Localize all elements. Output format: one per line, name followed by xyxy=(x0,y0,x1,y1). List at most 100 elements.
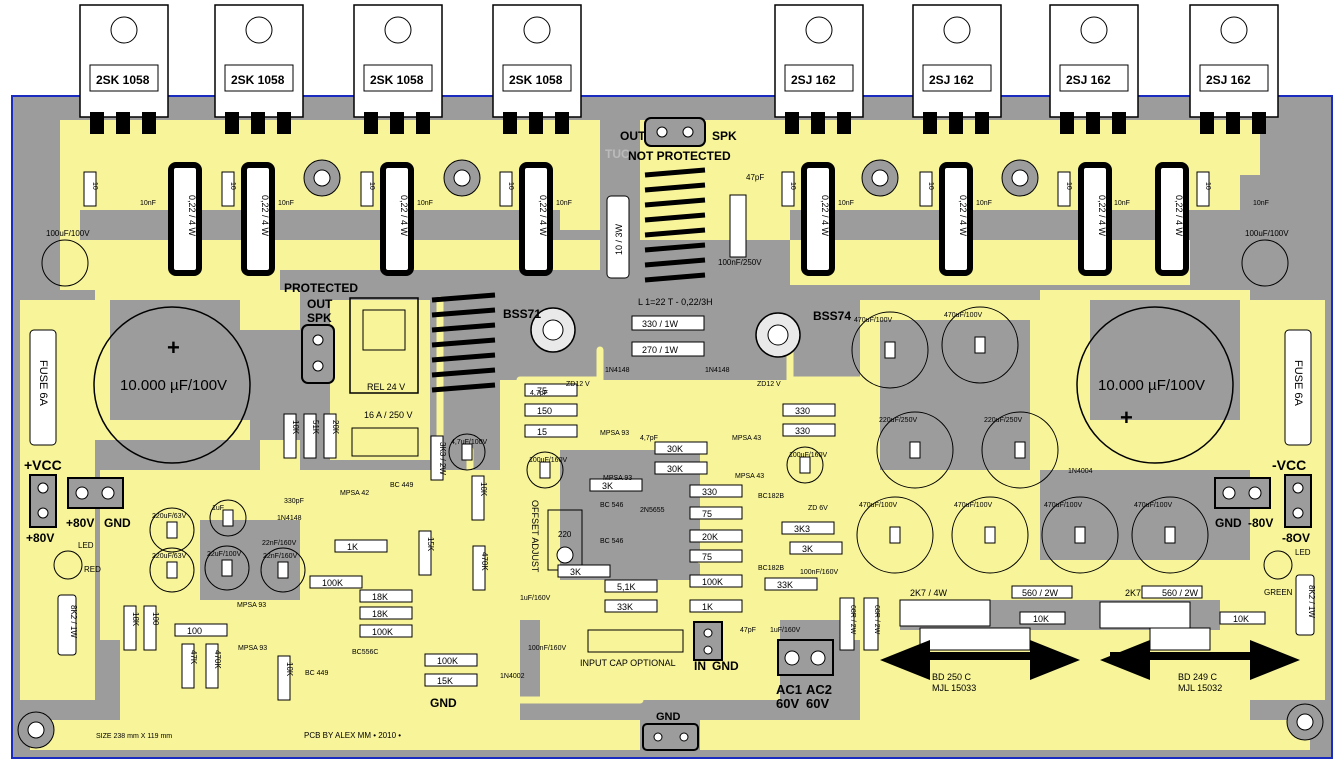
small-part-19: 3K xyxy=(789,541,843,555)
small-part-16: 5,1K xyxy=(604,579,658,593)
gate-resistor-label-7: 10 xyxy=(1065,182,1072,190)
small-part-label-40: 15K xyxy=(426,537,435,552)
gate-resistor-label-4: 10 xyxy=(507,182,514,190)
small-part-8: 3K xyxy=(589,478,643,492)
gnd-mid-label: GND xyxy=(656,711,681,723)
out-label-top: OUT xyxy=(620,129,646,143)
small-part-label-25: 100K xyxy=(372,627,393,637)
mounting-hole-2 xyxy=(1286,703,1324,741)
mosfet-n-2-label: 2SK 1058 xyxy=(231,73,285,87)
electrolytic-cap-label-10: 220uF/63V xyxy=(152,553,187,560)
small-part-label-8: 3K xyxy=(602,481,613,491)
small-part-label-29: 10K xyxy=(291,420,300,435)
small-part-24: 18K xyxy=(359,606,413,620)
small-part-label-59: BC 546 xyxy=(600,502,623,509)
bd250-label: BD 250 C xyxy=(932,672,972,682)
small-part-label-42: 4,7pF xyxy=(640,435,658,442)
resistor-560-right: 560 / 2W xyxy=(1141,585,1203,599)
protected-label: PROTECTED xyxy=(284,281,358,295)
emitter-resistor-1: 0,22 / 4 W xyxy=(168,162,202,276)
mosfet-p-2: 2SJ 162 xyxy=(912,4,1002,134)
small-part-51: MPSA 43 xyxy=(732,435,761,442)
bss71-label: BSS71 xyxy=(503,307,541,321)
resistor-10-3w: 10 / 3W xyxy=(606,195,630,279)
small-part-46: 100nF/160V xyxy=(528,645,566,652)
mjl15033-label: MJL 15033 xyxy=(932,683,976,693)
small-part-44: 1uF/160V xyxy=(770,627,801,634)
small-part-label-20: 33K xyxy=(777,580,793,590)
cap-10nf-label-6: 10nF xyxy=(976,200,992,207)
small-part-26: 100K xyxy=(424,653,478,667)
electrolytic-cap-label-9: 220uF/63V xyxy=(152,513,187,520)
mosfet-p-1-label: 2SJ 162 xyxy=(791,73,836,87)
small-part-1: 75 xyxy=(524,383,578,397)
small-part-14: 1K xyxy=(689,599,743,613)
cap-100nf-250v: 100nF/250V 47pF xyxy=(718,173,764,267)
small-part-label-70: ZD12 V xyxy=(566,381,590,388)
mosfet-p-3-label: 2SJ 162 xyxy=(1066,73,1111,87)
gate-resistor-label-1: 10 xyxy=(91,182,98,190)
cap-left-main: + 10.000 µF/100V xyxy=(93,306,251,464)
gate-resistor-label-8: 10 xyxy=(1204,182,1211,190)
resistor-330-1w: 330 / 1W xyxy=(631,315,705,331)
mounting-hole-6 xyxy=(1001,159,1039,197)
board-size-label: SIZE 238 mm X 119 mm xyxy=(96,733,172,740)
cap-100nf-250v-label: 100nF/250V xyxy=(718,258,762,267)
small-part-label-37: 10K xyxy=(479,482,488,497)
led-left: LED RED 8K2 / 1W xyxy=(53,541,101,656)
small-part-label-2: 150 xyxy=(537,406,552,416)
cap-right-label: 10.000 µF/100V xyxy=(1098,377,1205,394)
resistor-270-1w: 270 / 1W xyxy=(631,341,705,357)
not-protected-label: NOT PROTECTED xyxy=(628,149,731,163)
mounting-hole-3 xyxy=(303,159,341,197)
resistor-330-label: 330 / 1W xyxy=(642,319,679,329)
small-part-label-35: 470K xyxy=(213,650,222,669)
mosfet-p-3: 2SJ 162 xyxy=(1049,4,1139,134)
input-connector: IN GND INPUT CAP OPTIONAL xyxy=(580,621,739,673)
small-part-label-26: 100K xyxy=(437,656,458,666)
small-part-57: BC 449 xyxy=(390,482,413,489)
led-right: LED GREEN 8K2 / 1W xyxy=(1263,548,1316,636)
in-label: IN xyxy=(694,659,706,673)
small-part-50: MPSA 93 xyxy=(600,430,629,437)
electrolytic-cap-4: 220uF/250V xyxy=(981,411,1059,489)
electrolytic-cap-label-11: 22uF/100V xyxy=(207,551,242,558)
electrolytic-cap-15: 100uF/160V xyxy=(786,446,827,484)
electrolytic-cap-13: 4,7uF/100V xyxy=(448,433,488,471)
cap-10nf-label-7: 10nF xyxy=(1114,200,1130,207)
r560-left-label: 560 / 2W xyxy=(1022,588,1059,598)
small-part-9: 330 xyxy=(689,484,743,498)
coil-label: L 1=22 T - 0,22/3H xyxy=(638,297,713,307)
small-part-label-32: 18K xyxy=(131,612,140,627)
small-part-label-63: BC182B xyxy=(758,565,784,572)
small-part-label-47: 100nF/160V xyxy=(800,569,838,576)
mosfet-n-3-label: 2SK 1058 xyxy=(370,73,424,87)
trimmer-220-label: 220 xyxy=(558,530,572,539)
small-part-label-9: 330 xyxy=(702,487,717,497)
electrolytic-cap-label-13: 4,7uF/100V xyxy=(451,439,488,446)
resistor-10k-driver-left: 10K xyxy=(1019,611,1066,625)
small-part-label-10: 75 xyxy=(702,509,712,519)
driver-bd250: BD 250 C MJL 15033 xyxy=(880,627,1080,693)
electrolytic-cap-9: 220uF/63V xyxy=(149,507,195,553)
small-part-label-57: BC 449 xyxy=(390,482,413,489)
small-part-label-45: 1uF/160V xyxy=(520,595,551,602)
resistor-10-3w-label: 10 / 3W xyxy=(614,223,624,255)
small-part-label-58: BC 449 xyxy=(305,670,328,677)
small-part-71: ZD12 V xyxy=(757,381,781,388)
small-part-53: MPSA 93 xyxy=(603,475,632,482)
r8k2-right-label: 8K2 / 1W xyxy=(1307,585,1316,618)
resistor-2k7-left: 2K7 / 4W xyxy=(899,588,991,627)
small-part-33: 100 xyxy=(143,605,160,651)
gnd-right-label: GND xyxy=(1215,516,1242,530)
resistor-270-label: 270 / 1W xyxy=(642,345,679,355)
small-part-label-17: 33K xyxy=(617,602,633,612)
electrolytic-cap-1: 470uF/100V xyxy=(851,311,929,389)
ac2-label: AC2 xyxy=(806,682,832,697)
small-part-63: BC182B xyxy=(758,565,784,572)
